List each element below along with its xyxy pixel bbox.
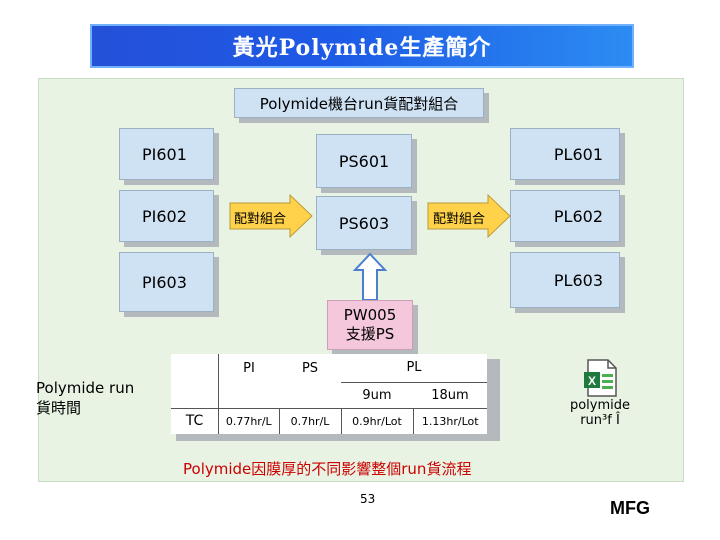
pi-label: PI603: [142, 272, 187, 292]
pw-box: PW005 支援PS: [327, 300, 413, 350]
file-name-line1: polymide: [569, 398, 631, 413]
pw-line2: 支援PS: [345, 325, 395, 343]
table-corner: [171, 354, 219, 382]
pi-box-603: PI603: [119, 252, 214, 312]
table-header-pi: PI: [218, 354, 279, 382]
run-time-line2: 貨時間: [36, 399, 82, 417]
table-cell: [171, 382, 219, 408]
pl-box-602: PL602: [510, 190, 620, 242]
pairing-arrow-right: [427, 193, 511, 239]
table-cell-pl-18um: 1.13hr/Lot: [413, 407, 487, 434]
table-row-label: TC: [171, 407, 219, 434]
title-bar: 黃光Polymide生產簡介: [90, 24, 634, 68]
subtitle-text: Polymide機台run貨配對組合: [259, 94, 459, 113]
table-cell-pi: 0.77hr/L: [218, 407, 280, 434]
run-time-label: Polymide run 貨時間: [36, 378, 134, 418]
ps-box-601: PS601: [316, 134, 412, 188]
pairing-arrow-right-label: 配對組合: [433, 212, 486, 227]
pairing-arrow-left-label: 配對組合: [234, 212, 287, 227]
table-header-pl: PL: [341, 354, 487, 383]
excel-file-attachment[interactable]: X polymide run³f Î: [558, 358, 642, 438]
subtitle-box: Polymide機台run貨配對組合: [234, 88, 484, 118]
run-time-line1: Polymide run: [36, 379, 135, 397]
pi-label: PI601: [142, 144, 187, 164]
ps-box-603: PS603: [316, 196, 412, 250]
table-cell-pl-9um: 0.9hr/Lot: [341, 407, 414, 434]
run-time-table: PI PS PL 9um 18um TC 0.77hr/L 0.7hr/L 0.…: [171, 354, 487, 434]
ps-label: PS603: [338, 213, 390, 233]
excel-file-icon: X: [584, 359, 617, 397]
pl-label: PL602: [553, 206, 603, 226]
page-title: 黃光Polymide生產簡介: [232, 35, 492, 61]
mfg-label: MFG: [610, 498, 650, 518]
pi-label: PI602: [142, 206, 187, 226]
table-sub-18um: 18um: [413, 382, 487, 408]
pl-box-603: PL603: [510, 252, 620, 308]
caption: Polymide因膜厚的不同影響整個run貨流程: [183, 460, 472, 478]
pl-box-601: PL601: [510, 128, 620, 180]
pi-box-601: PI601: [119, 128, 214, 180]
up-arrow-icon: [353, 252, 387, 301]
ps-label: PS601: [338, 151, 390, 171]
table-sub-9um: 9um: [341, 382, 413, 408]
pi-box-602: PI602: [119, 190, 214, 242]
table-cell-ps: 0.7hr/L: [279, 407, 342, 434]
table-header-ps: PS: [279, 354, 341, 382]
table-cell: [279, 382, 341, 408]
file-name-line2: run³f Î: [580, 413, 620, 428]
page-number: 53: [360, 492, 376, 506]
table-cell: [218, 382, 279, 408]
svg-text:X: X: [588, 374, 596, 388]
pl-label: PL601: [553, 144, 603, 164]
pl-label: PL603: [553, 270, 603, 290]
pairing-arrow-left: [229, 193, 313, 239]
pw-line1: PW005: [343, 306, 397, 324]
